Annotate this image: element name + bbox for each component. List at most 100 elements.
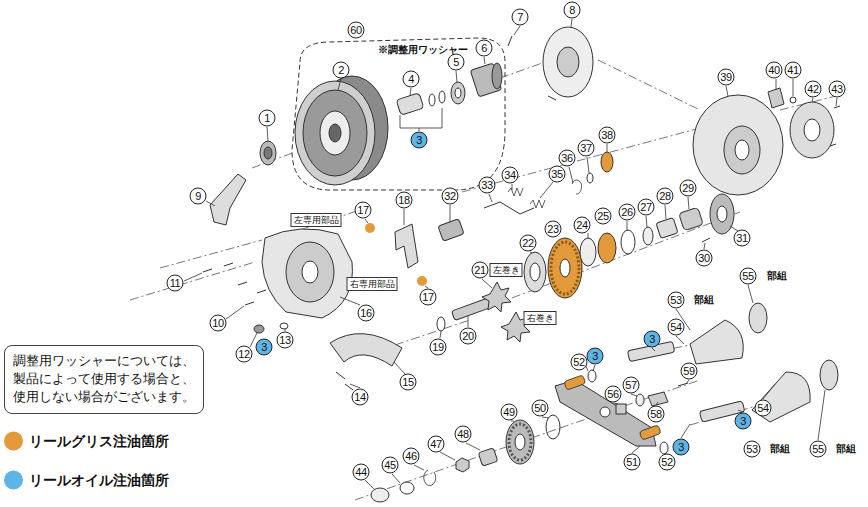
side-plate-right: [693, 95, 783, 195]
callout-number: 13: [277, 332, 294, 349]
illustration-part: [262, 229, 352, 318]
part: [804, 119, 820, 141]
illustration-part: [735, 140, 749, 160]
part: [601, 152, 613, 172]
callout-number: 54: [668, 319, 685, 336]
illustration-part: [160, 240, 262, 268]
callout-number: 29: [680, 180, 697, 197]
illustration-part: [500, 62, 545, 78]
callout-number: 35: [549, 166, 566, 183]
illustration-part: [295, 81, 375, 185]
callout-number: 37: [578, 140, 595, 157]
callout-number: 60: [348, 22, 365, 39]
part-tag: 左専用部品: [291, 213, 342, 227]
callout-number: 25: [595, 208, 612, 225]
callout-number: 24: [574, 217, 591, 234]
spring: [508, 188, 523, 196]
part: [679, 207, 704, 230]
part-tag: 右専用部品: [347, 277, 398, 291]
part: [543, 27, 593, 97]
callout-number: 11: [167, 275, 184, 292]
callout-number: 48: [455, 426, 472, 443]
callout-number: 3: [256, 339, 273, 356]
part-note: 部組: [767, 269, 787, 283]
part: [254, 325, 264, 333]
illustration-part: [329, 124, 341, 142]
part-note: 部組: [694, 293, 714, 307]
part: [643, 227, 653, 245]
part: [588, 370, 596, 382]
part: [451, 297, 492, 320]
part: [456, 458, 469, 472]
knob-upper: [627, 303, 767, 364]
callout-number: 3: [587, 348, 604, 365]
part: [280, 323, 288, 329]
node-text: 右専用部品: [350, 278, 395, 290]
part: [790, 97, 796, 103]
part: [548, 238, 582, 298]
illustration-part: [302, 261, 318, 283]
screw: [238, 282, 247, 285]
part: [506, 420, 534, 464]
part: [580, 238, 596, 266]
screw: [830, 144, 836, 146]
screw: [257, 290, 266, 293]
legend-text: リールグリス注油箇所: [29, 432, 169, 450]
callout-number: 51: [624, 454, 641, 471]
legend-item: リールグリス注油箇所: [4, 432, 169, 451]
illustration-part: [286, 242, 334, 302]
axis-lines: [130, 60, 840, 500]
callout-number: 3: [735, 413, 752, 430]
callout-number: 30: [696, 250, 713, 267]
callout-number: 1: [259, 110, 276, 127]
part: [330, 334, 402, 366]
callout-number: 55: [740, 268, 757, 285]
part: [515, 434, 525, 450]
part: [660, 442, 668, 454]
illustration-part: [462, 128, 700, 192]
callout-number: 42: [805, 81, 822, 98]
callout-number: 2: [333, 62, 350, 79]
part: [439, 91, 445, 103]
callout-number: 26: [619, 204, 636, 221]
part: [598, 233, 616, 263]
part: [210, 174, 246, 225]
knob-lower: [699, 360, 838, 422]
callout-number: 52: [571, 354, 588, 371]
spool: [295, 76, 388, 185]
callout-number: 56: [605, 386, 622, 403]
part-note: 部組: [836, 442, 856, 456]
part: [260, 141, 276, 165]
grease-point: [365, 223, 375, 233]
callout-number: 3: [673, 439, 690, 456]
part: [478, 448, 498, 466]
callout-number: 20: [460, 328, 477, 345]
part: [621, 230, 635, 254]
part: [587, 173, 593, 183]
screw: [834, 106, 840, 108]
node-text: 調整用ワッシャーについては、 製品によって使用する場合と、 使用しない場合がござ…: [13, 352, 195, 407]
screw: [508, 36, 512, 46]
callout-number: 53: [668, 292, 685, 309]
callout-number: 9: [190, 188, 207, 205]
callout-number: 8: [564, 2, 581, 19]
part: [560, 259, 570, 277]
part: [546, 415, 560, 439]
callout-number: 17: [420, 289, 437, 306]
part: [710, 194, 734, 234]
part-note: 部組: [770, 442, 790, 456]
part: [470, 63, 501, 97]
callout-number: 41: [785, 62, 802, 79]
part: [438, 219, 464, 242]
part-note: ※調整用ワッシャー: [378, 43, 468, 57]
illustration-part: [600, 407, 610, 417]
bracket: [400, 108, 442, 131]
callout-number: 39: [718, 69, 735, 86]
part: [557, 47, 579, 77]
illustration-part: [564, 375, 586, 390]
callout-number: 7: [512, 9, 529, 26]
clip: [572, 180, 582, 194]
part: [455, 88, 461, 98]
callout-number: 32: [442, 188, 459, 205]
